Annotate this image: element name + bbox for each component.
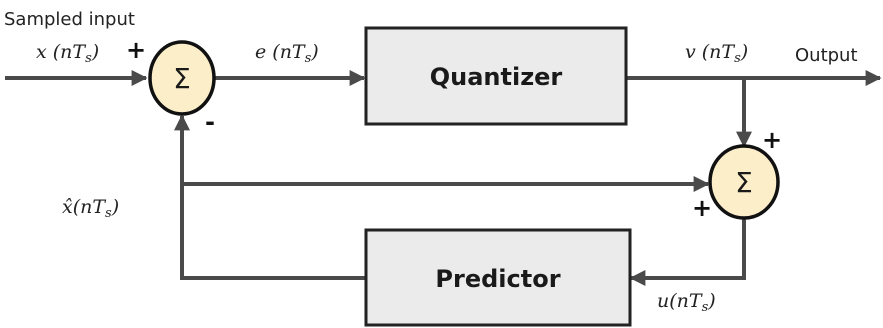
- right-summer-symbol: Σ: [735, 166, 753, 199]
- quantizer-box: [364, 26, 628, 126]
- right-plus-top-sign: +: [762, 126, 782, 154]
- predictor-label: Predictor: [435, 265, 560, 293]
- left-summing-junction: Σ: [148, 40, 216, 116]
- left-plus-sign: +: [126, 36, 146, 64]
- error-signal-label: e (nTs): [255, 41, 319, 66]
- right-summing-junction: Σ: [708, 144, 780, 220]
- quantized-signal-label: v (nTs): [685, 41, 748, 66]
- prediction-signal-label: x̂(nTs): [62, 196, 119, 221]
- left-summer-symbol: Σ: [173, 62, 191, 95]
- predictor-feedback-arrow: [174, 114, 365, 280]
- output-label: Output: [795, 45, 858, 66]
- left-minus-sign: -: [205, 108, 215, 136]
- input-signal-label: x (nTs): [36, 41, 99, 66]
- reconstructed-signal-label: u(nTs): [657, 290, 716, 315]
- predictor-box: [364, 228, 632, 327]
- quantizer-block: Quantizer: [364, 26, 628, 126]
- predictor-block: Predictor: [364, 228, 632, 327]
- sampled-input-label: Sampled input: [4, 9, 135, 30]
- summer-to-predictor-arrow: [629, 218, 746, 286]
- right-plus-bottom-sign: +: [692, 194, 712, 222]
- right-summer-circle: [708, 144, 780, 220]
- quantizer-label: Quantizer: [430, 63, 563, 91]
- left-summer-circle: [148, 40, 216, 116]
